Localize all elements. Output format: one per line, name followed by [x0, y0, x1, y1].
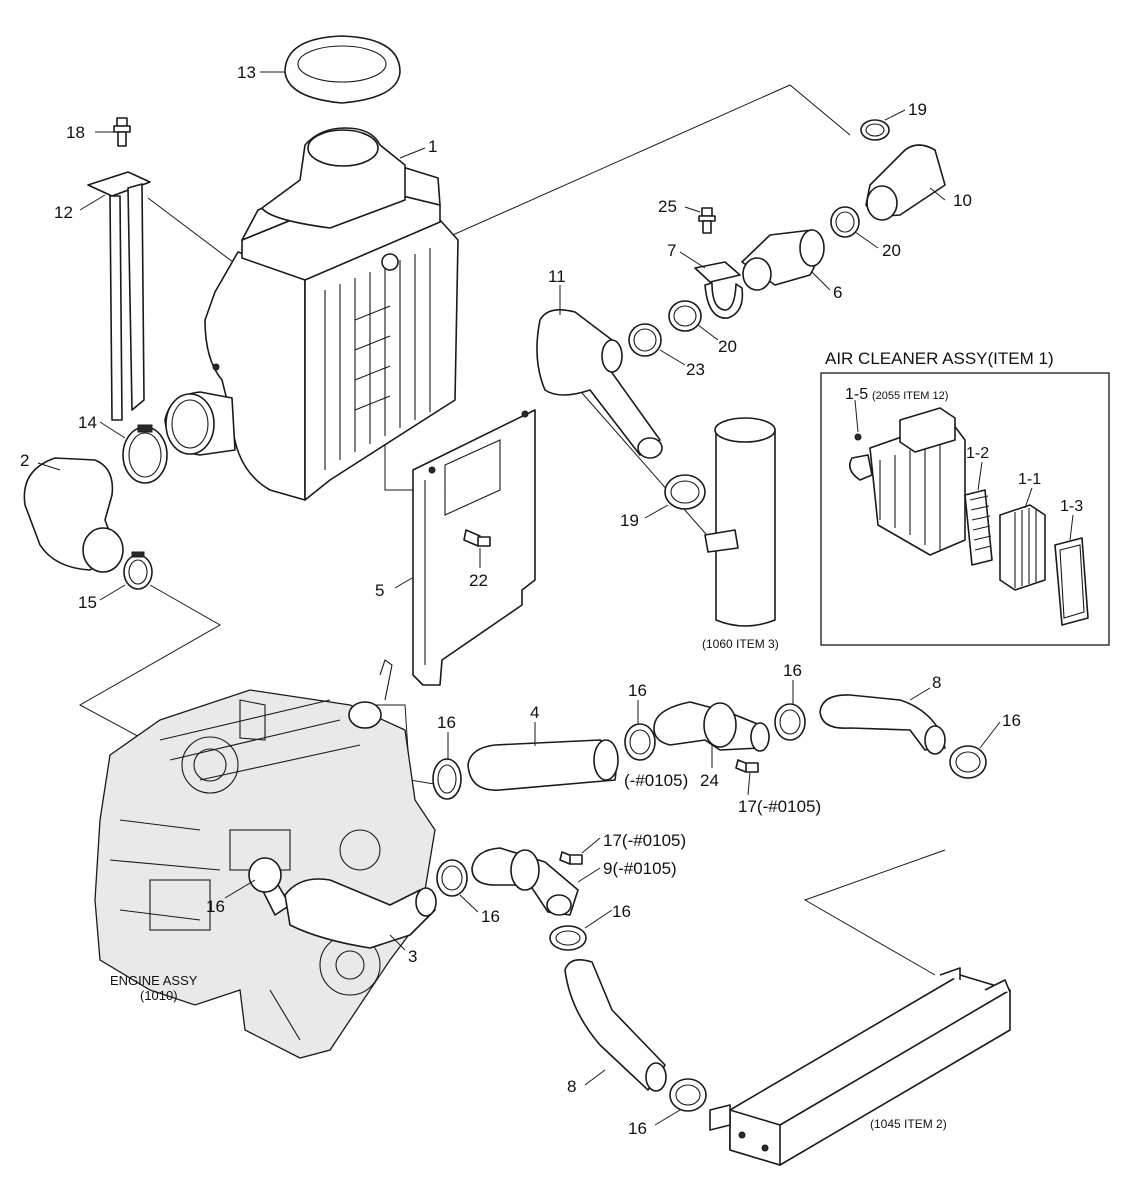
ref-engine-line1: ENGINE ASSY: [110, 973, 198, 988]
clamp-19-top: [860, 119, 890, 141]
bolt-25: [698, 207, 716, 234]
ref-engine-line2: (1010): [140, 988, 178, 1003]
callout-7: 7: [667, 241, 676, 260]
clamp-16-c: [774, 703, 806, 741]
hose-4: [467, 739, 619, 791]
inset-label-1-5-note: (2055 ITEM 12): [872, 390, 948, 402]
hose-8-lower: [564, 959, 667, 1092]
inset-label-1-1: 1-1: [1018, 471, 1041, 488]
engine-1010: [94, 659, 436, 1059]
clamp-20-b: [668, 300, 702, 332]
callout-25: 25: [658, 197, 677, 216]
callout-17-lower: 17(-#0105): [603, 831, 686, 850]
inset-label-1-2: 1-2: [966, 445, 989, 462]
ref-1045: (1045 ITEM 2): [870, 1117, 947, 1131]
callout-23: 23: [686, 360, 705, 379]
panel-5: [412, 409, 536, 686]
bolt-22: [463, 529, 491, 547]
inset-label-1-5: 1-5: [845, 386, 868, 403]
callout-17-upper: 17(-#0105): [738, 797, 821, 816]
callout-20-mid: 20: [718, 337, 737, 356]
callout-16-h: 16: [628, 1119, 647, 1138]
hose-3: [284, 878, 437, 949]
cover-cap-13: [284, 35, 401, 104]
bracket-7: [694, 261, 744, 319]
clamp-16-a: [432, 758, 462, 800]
callout-19-top: 19: [908, 100, 927, 119]
callout-13: 13: [237, 63, 256, 82]
inset-label-1-3: 1-3: [1060, 498, 1083, 515]
callout-24-note: (-#0105): [624, 771, 688, 790]
clamp-16-b: [624, 723, 656, 761]
bolt-17-upper: [735, 759, 759, 773]
hose-10: [865, 144, 946, 221]
clamp-19-mid: [664, 474, 706, 510]
callout-1: 1: [428, 137, 437, 156]
hose-8-upper: [819, 694, 946, 755]
clamp-16-f: [549, 925, 587, 951]
callout-8-upper: 8: [932, 673, 941, 692]
intake-part-6: [741, 229, 825, 291]
callout-4: 4: [530, 703, 539, 722]
pipe-9: [471, 847, 579, 916]
clamp-14: [122, 424, 168, 484]
callout-16-f: 16: [481, 907, 500, 926]
elbow-hose-2: [23, 457, 124, 573]
callout-16-a: 16: [437, 713, 456, 732]
callout-22: 22: [469, 571, 488, 590]
bolt-17-lower: [559, 851, 583, 865]
clamp-16-e: [436, 859, 468, 897]
callout-8-lower: 8: [567, 1077, 576, 1096]
callout-9: 9(-#0105): [603, 859, 677, 878]
ring-23: [628, 323, 662, 357]
ref-1060: (1060 ITEM 3): [702, 637, 779, 651]
callout-11: 11: [548, 267, 566, 286]
callout-24: 24: [700, 771, 719, 790]
callout-5: 5: [375, 581, 384, 600]
callout-leaders: [37, 71, 1074, 1126]
callout-20-top: 20: [882, 241, 901, 260]
callout-16-b: 16: [628, 681, 647, 700]
inset-air-cleaner: [820, 372, 1110, 646]
callout-16-d: 16: [1002, 711, 1021, 730]
inset-labels: AIR CLEANER ASSY(ITEM 1) 1-5 (2055 ITEM …: [825, 349, 1083, 515]
callout-16-g: 16: [612, 902, 631, 921]
callout-19-mid: 19: [620, 511, 639, 530]
air-cleaner-body-1: [164, 127, 459, 501]
callout-15: 15: [78, 593, 97, 612]
inset-title: AIR CLEANER ASSY(ITEM 1): [825, 349, 1054, 368]
callout-14: 14: [78, 413, 97, 432]
clamp-20-a: [830, 206, 860, 238]
callout-16-e: 16: [206, 897, 225, 916]
callout-6: 6: [833, 283, 842, 302]
clamp-16-d: [949, 745, 987, 779]
callout-18: 18: [66, 123, 85, 142]
callout-3: 3: [408, 947, 417, 966]
callout-12: 12: [54, 203, 73, 222]
clamp-16-g: [669, 1078, 707, 1112]
bracket-12: [87, 117, 151, 421]
callout-labels: 13 18 12 1 19 10 25 20 7 6 11 20 23 14 2…: [20, 63, 1021, 1138]
callout-2: 2: [20, 451, 29, 470]
callout-10: 10: [953, 191, 972, 210]
hose-11: [536, 309, 663, 459]
pipe-24: [653, 701, 770, 752]
clamp-15: [123, 551, 153, 590]
reference-labels: (1060 ITEM 3) ENGINE ASSY (1010) (1045 I…: [110, 637, 947, 1131]
intercooler-1045: [709, 967, 1011, 1166]
callout-16-c: 16: [783, 661, 802, 680]
pipe-1060: [704, 417, 776, 627]
